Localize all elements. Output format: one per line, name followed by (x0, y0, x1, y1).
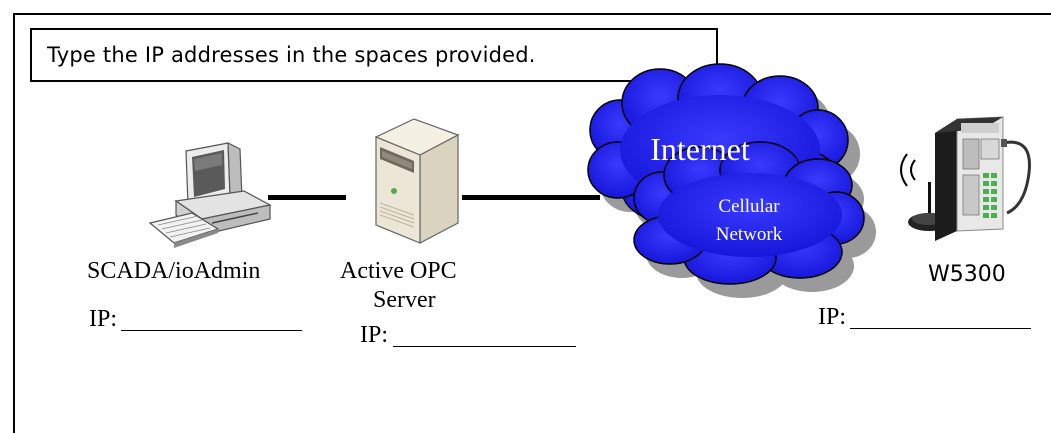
wireless-signal-icon (900, 153, 916, 187)
internet-label: Internet (650, 131, 750, 167)
instruction-box: Type the IP addresses in the spaces prov… (30, 28, 718, 82)
desktop-computer-icon (148, 142, 272, 248)
opc-label-line2: Server (373, 287, 436, 313)
cellular-label-line1: Cellular (718, 196, 780, 217)
io-device-icon (935, 116, 1031, 241)
diagram-frame (13, 13, 1051, 433)
link-pc-to-server (268, 195, 346, 200)
network-clouds: Internet Cellular Network (587, 63, 876, 298)
scada-ip-field[interactable] (121, 330, 302, 331)
opc-ip-label: IP: (360, 322, 389, 348)
instruction-text: Type the IP addresses in the spaces prov… (47, 43, 536, 67)
w5300-label: W5300 (928, 262, 1006, 287)
link-server-to-cloud (462, 195, 600, 200)
w5300-ip-field[interactable] (850, 328, 1031, 329)
scada-label: SCADA/ioAdmin (87, 258, 261, 284)
server-tower-icon (374, 118, 460, 244)
cellular-label-line2: Network (716, 224, 783, 245)
opc-label-line1: Active OPC (340, 258, 457, 284)
w5300-ip-label: IP: (818, 304, 847, 330)
scada-ip-label: IP: (89, 306, 118, 332)
opc-ip-field[interactable] (393, 346, 576, 347)
